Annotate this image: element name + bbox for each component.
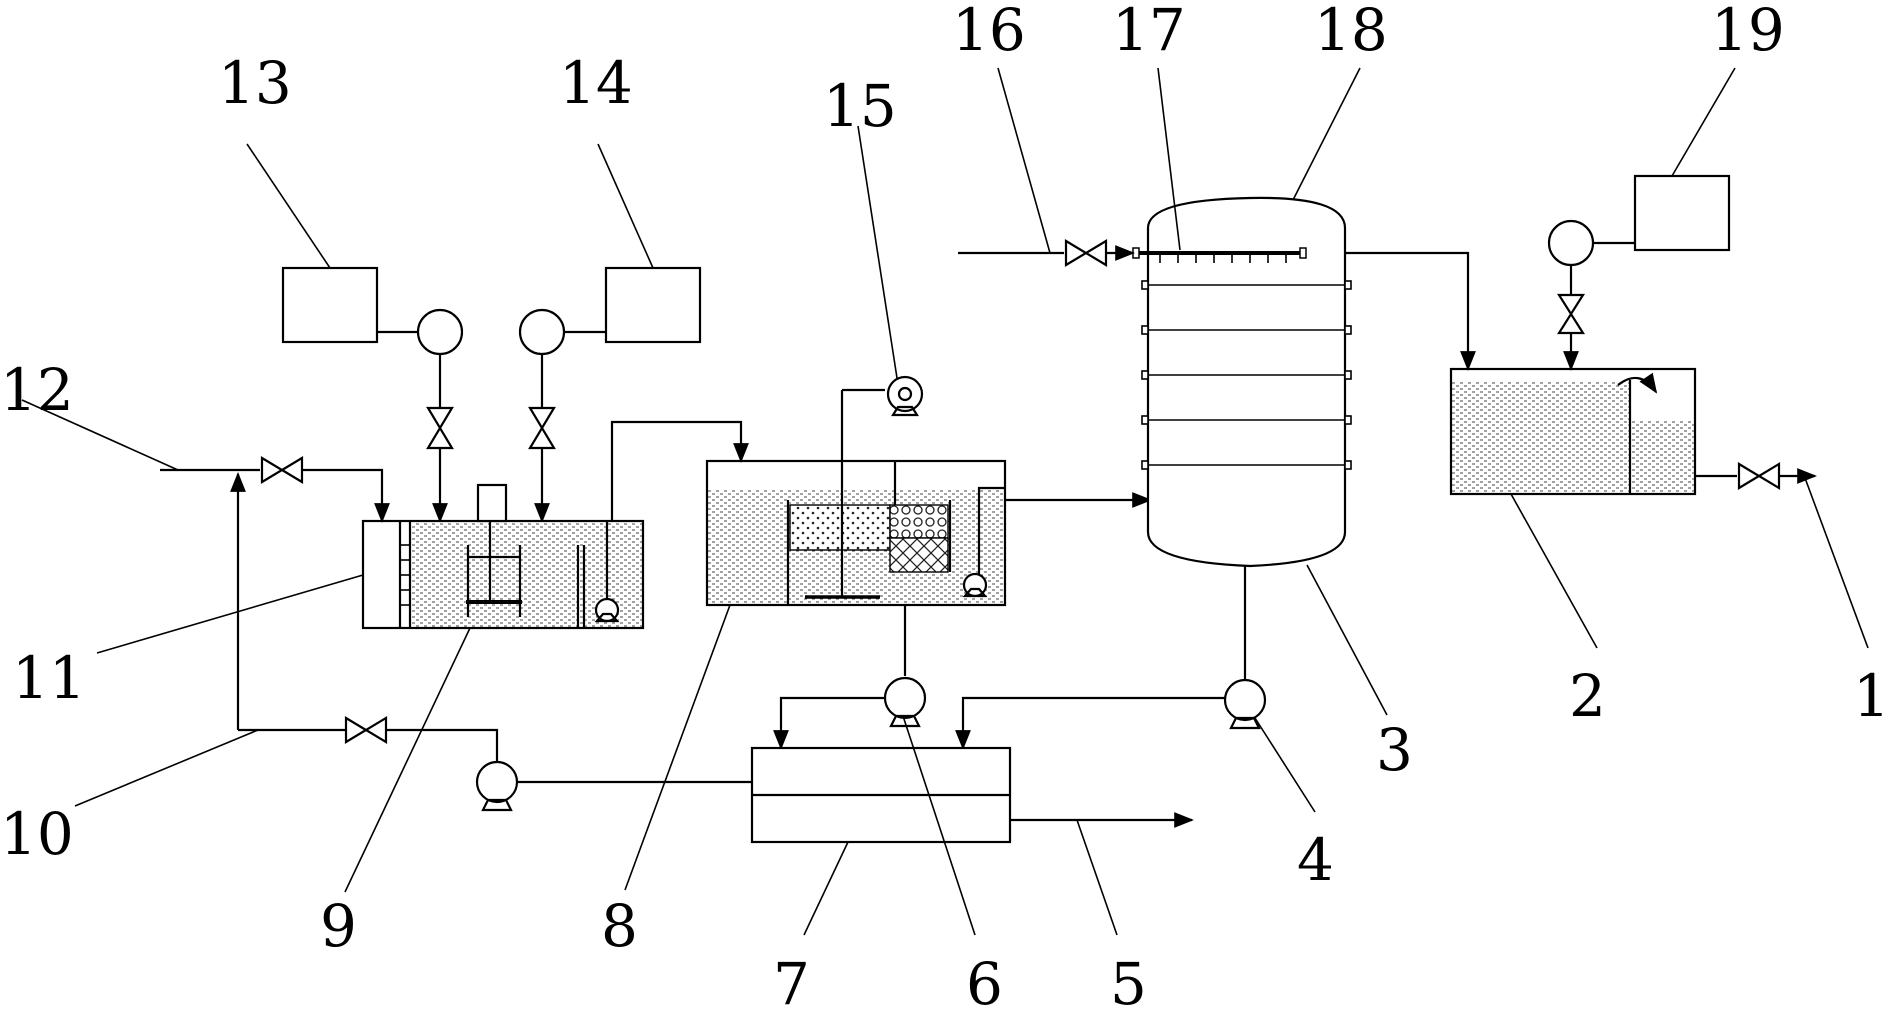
- media-bed-dotted: [789, 504, 891, 551]
- tank-8: [705, 459, 1007, 607]
- tank-2: [1449, 367, 1697, 496]
- pump-4: [1223, 678, 1267, 722]
- leader-lines: [21, 67, 1869, 936]
- valve-19: [1557, 293, 1585, 335]
- dosing-tank-14: [604, 266, 702, 344]
- label-19: 19: [1711, 0, 1785, 64]
- label-15: 15: [823, 72, 897, 140]
- overflow-arrow: [1617, 372, 1658, 394]
- media-bed-circles: [889, 504, 949, 539]
- tank-2-water-right: [1630, 420, 1695, 494]
- label-11: 11: [12, 644, 86, 712]
- aeration-blower-15: [886, 375, 924, 413]
- tank-2-water-left: [1451, 382, 1630, 494]
- label-16: 16: [952, 0, 1026, 64]
- outlet-valve-1: [1737, 462, 1781, 490]
- label-17: 17: [1112, 0, 1186, 64]
- media-bed-cross: [889, 537, 949, 573]
- label-3: 3: [1376, 716, 1413, 784]
- label-5: 5: [1110, 950, 1147, 1015]
- dosing-tank-19: [1633, 174, 1731, 252]
- label-12: 12: [0, 356, 74, 424]
- label-2: 2: [1569, 662, 1606, 730]
- label-13: 13: [218, 49, 292, 117]
- label-8: 8: [601, 892, 638, 960]
- pump-10: [475, 760, 519, 804]
- ladder-baffle-11: [400, 544, 410, 606]
- label-9: 9: [320, 892, 357, 960]
- label-14: 14: [559, 49, 633, 117]
- label-4: 4: [1297, 826, 1334, 894]
- label-6: 6: [966, 950, 1003, 1015]
- label-1: 1: [1853, 662, 1890, 730]
- gas-valve-16: [1064, 239, 1108, 267]
- label-10: 10: [0, 800, 74, 868]
- inlet-valve-12: [260, 456, 304, 484]
- metering-pump-19: [1547, 219, 1595, 267]
- metering-pump-14: [518, 308, 566, 356]
- stirrer-frame: [466, 521, 522, 617]
- reactor-flanges: [1141, 280, 1352, 470]
- valve-13: [426, 406, 454, 450]
- mixer-motor: [476, 483, 508, 523]
- valve-14: [528, 406, 556, 450]
- dosing-tank-13: [281, 266, 379, 344]
- label-7: 7: [773, 950, 810, 1015]
- pump-6: [883, 676, 927, 720]
- reactor-18: [1146, 196, 1347, 568]
- label-18: 18: [1314, 0, 1388, 64]
- return-valve-10: [344, 716, 388, 744]
- metering-pump-13: [416, 308, 464, 356]
